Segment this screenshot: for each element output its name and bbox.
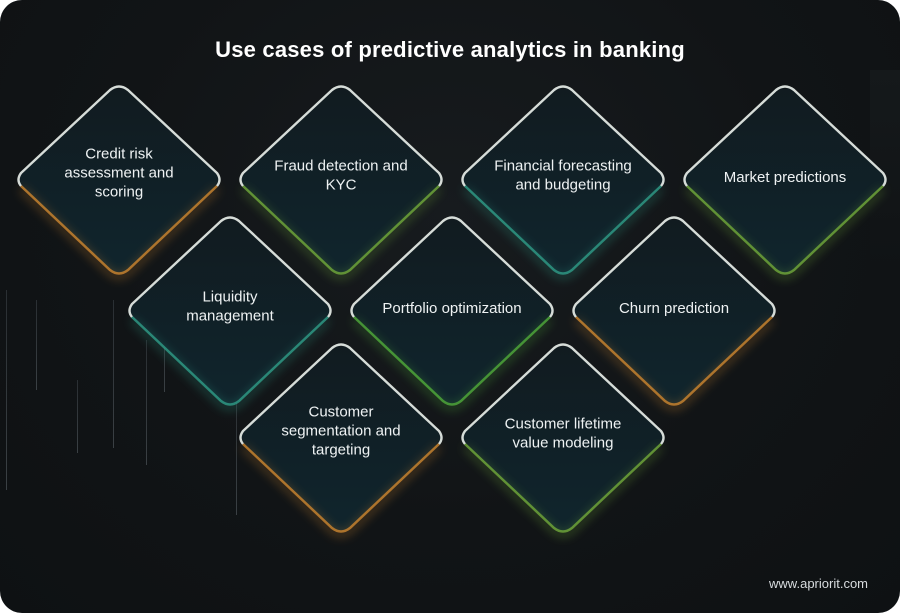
background-line [6,290,7,490]
tile-market-predictions: Market predictions [680,85,890,275]
diamond-shape [239,85,443,275]
background-line [164,320,165,392]
diamond-shape [461,85,665,275]
page-title: Use cases of predictive analytics in ban… [215,36,685,62]
background-line [36,300,37,390]
tile-label: Fraud detection and KYC [274,157,408,194]
diamond-shape [350,216,554,406]
website-link[interactable]: www.apriorit.com [769,576,868,591]
diamond-shape [572,216,776,406]
tile-label: Customer lifetime value modeling [504,415,622,452]
tile-liquidity-management: Liquidity management [125,216,335,406]
tile-label: Portfolio optimization [382,300,522,318]
tile-customer-lifetime-value: Customer lifetime value modeling [458,343,668,533]
tile-credit-risk: Credit risk assessment and scoring [14,85,224,275]
tile-financial-forecasting: Financial forecasting and budgeting [458,85,668,275]
tile-label: Churn prediction [618,300,730,318]
background-line [77,380,78,453]
tile-label: Customer segmentation and targeting [281,403,401,459]
diamond-shape [683,85,887,275]
background-line [236,380,237,515]
tile-churn-prediction: Churn prediction [569,216,779,406]
tile-portfolio-optimization: Portfolio optimization [347,216,557,406]
tile-fraud-detection: Fraud detection and KYC [236,85,446,275]
tile-customer-segmentation: Customer segmentation and targeting [236,343,446,533]
tile-label: Credit risk assessment and scoring [64,145,174,201]
diamond-shape [128,216,332,406]
tile-label: Liquidity management [186,288,274,325]
diamond-shape [17,85,221,275]
diamond-shape [461,343,665,533]
tile-label: Financial forecasting and budgeting [494,157,632,194]
background-line [146,340,147,465]
background-line [113,300,114,448]
diamond-shape [239,343,443,533]
tile-label: Market predictions [723,169,847,187]
